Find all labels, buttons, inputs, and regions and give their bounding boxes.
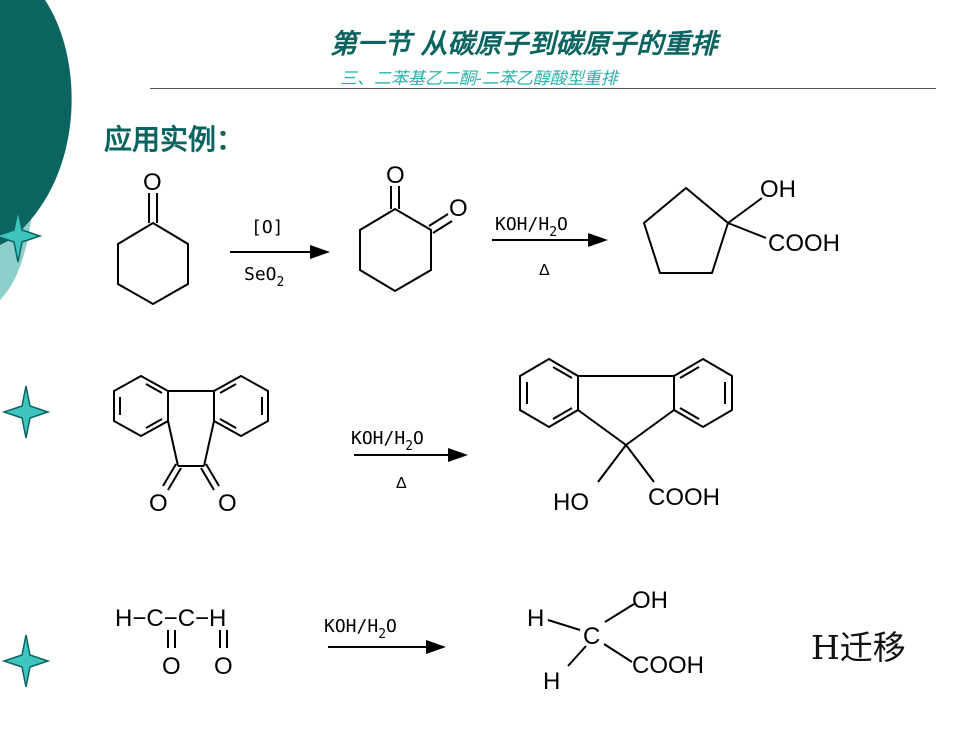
ring-bond: [625, 409, 675, 446]
carbonyl-bond: [162, 463, 177, 487]
benzene-ring: [213, 374, 269, 438]
example2-labels: O O KOH/H2O Δ HO COOH: [149, 428, 720, 517]
ring-bond: [167, 420, 179, 467]
aromatic-bond: [679, 407, 700, 420]
page-subtitle: 三、二苯基乙二酮-二苯乙醇酸型重排: [340, 69, 618, 89]
reaction-arrow-head: [588, 233, 608, 247]
c-oh-bond: [604, 603, 635, 623]
cooh-bond: [625, 444, 655, 483]
reaction-arrow-head: [448, 448, 468, 462]
oxidant-label: [O]: [251, 217, 284, 238]
ring-bond: [203, 420, 215, 467]
atom-label: COOH: [648, 484, 720, 511]
h-migration-note: H迁移: [811, 628, 906, 667]
atom-label: C: [583, 623, 600, 650]
heat-label: Δ: [539, 262, 550, 279]
atom-label: H: [527, 605, 544, 632]
dione-ring: [359, 207, 432, 293]
ho-bond: [597, 444, 627, 483]
aromatic-bond: [145, 383, 163, 394]
carbonyl-bond: [205, 463, 220, 487]
atom-label: H: [543, 668, 560, 695]
ring-bond: [577, 409, 627, 446]
c-h-bond: [567, 645, 587, 667]
aromatic-bond: [219, 418, 237, 429]
atom-label: O: [162, 653, 181, 680]
reagent-label: KOH/H2O: [495, 214, 568, 240]
example2-reaction: [113, 357, 733, 491]
aromatic-bond: [145, 418, 163, 429]
example3-reaction: [167, 603, 635, 667]
reaction-arrow-head: [426, 640, 446, 654]
benzene-ring: [673, 357, 733, 429]
left-ornament: [0, 0, 72, 688]
carbonyl-bond: [167, 467, 182, 491]
atom-label: O: [386, 162, 405, 189]
heat-label: Δ: [396, 475, 407, 492]
oh-bond: [727, 197, 763, 224]
star-bullet-icon-1: [0, 209, 43, 263]
reactant-formula: H−C−C−H: [115, 605, 226, 632]
reaction-arrow-head: [310, 245, 330, 259]
oxidant-label: SeO2: [244, 264, 284, 290]
section-heading: 应用实例：: [104, 123, 245, 156]
aromatic-bond: [552, 366, 573, 379]
cooh-bond: [727, 222, 767, 239]
atom-label: HO: [553, 489, 589, 516]
atom-label: O: [218, 490, 237, 517]
carbonyl-bond: [428, 213, 449, 227]
atom-label: O: [143, 169, 162, 196]
example3-labels: H−C−C−H O O KOH/H2O H C OH H COOH: [115, 587, 704, 695]
benzene-ring: [113, 374, 169, 438]
carbonyl-bond: [432, 220, 453, 234]
reagent-label: KOH/H2O: [324, 616, 397, 642]
cyclopentane-ring: [642, 186, 730, 274]
benzene-ring: [519, 357, 579, 429]
atom-label: O: [149, 490, 168, 517]
dark-teal-shape: [0, 0, 72, 245]
star-bullet-icon-2: [1, 385, 51, 439]
atom-label: COOH: [768, 230, 840, 257]
atom-label: O: [214, 653, 233, 680]
example1-reaction: [117, 186, 767, 306]
aromatic-bond: [219, 383, 237, 394]
atom-label: OH: [760, 176, 796, 203]
cyclohexanone-ring: [117, 221, 189, 306]
atom-label: OH: [632, 587, 668, 614]
title-divider: [150, 88, 936, 89]
reagent-label: KOH/H2O: [351, 428, 424, 454]
carbonyl-bond: [200, 467, 215, 491]
atom-label: O: [449, 195, 468, 222]
star-bullet-icon-3: [1, 634, 51, 688]
c-h-bond: [547, 619, 581, 631]
page-title: 第一节 从碳原子到碳原子的重排: [330, 29, 718, 60]
aromatic-bond: [679, 366, 700, 379]
c-cooh-bond: [603, 643, 633, 663]
aromatic-bond: [552, 407, 573, 420]
atom-label: COOH: [632, 652, 704, 679]
